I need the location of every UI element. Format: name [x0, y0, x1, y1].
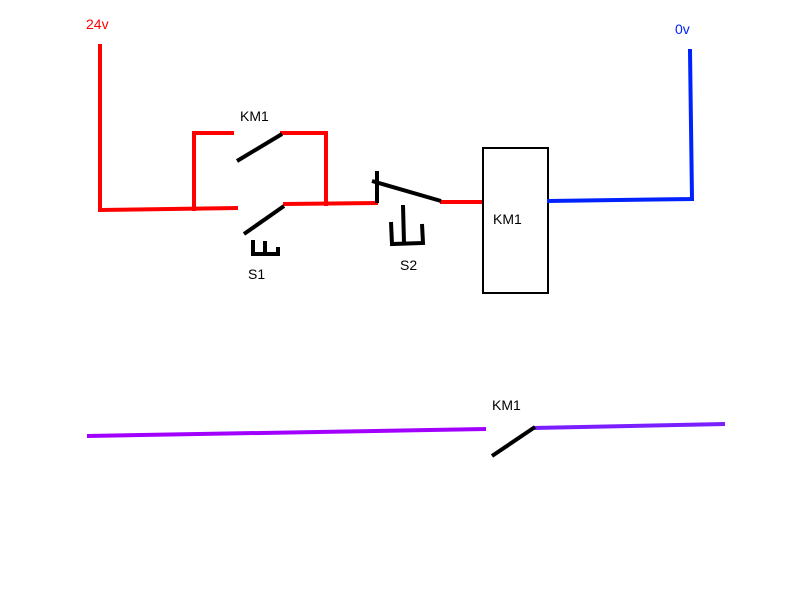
label-km1-load: KM1: [492, 397, 521, 413]
wire-hold-branch-left: [192, 131, 234, 211]
negative-wiring: [546, 48, 695, 204]
label-s1: S1: [248, 266, 265, 282]
s1-start-button: [242, 204, 286, 256]
load-circuit: [86, 422, 726, 458]
km1-load-contact: [490, 425, 537, 458]
positive-wiring: [98, 44, 482, 213]
label-km1-coil: KM1: [493, 211, 522, 227]
label-s2: S2: [400, 257, 417, 273]
label-0v: 0v: [675, 21, 690, 37]
km1-relay-coil: [482, 147, 549, 294]
km1-holding-contact: [235, 132, 284, 163]
wire-hold-branch-right: [280, 131, 328, 206]
wire-s1-to-s2: [282, 200, 379, 207]
label-km1-holding: KM1: [240, 108, 269, 124]
wire-24v-down: [98, 44, 239, 213]
load-wire-right: [532, 422, 726, 430]
load-wire-left: [86, 427, 487, 438]
label-24v: 24v: [86, 16, 109, 32]
s2-stop-button: [371, 171, 442, 247]
